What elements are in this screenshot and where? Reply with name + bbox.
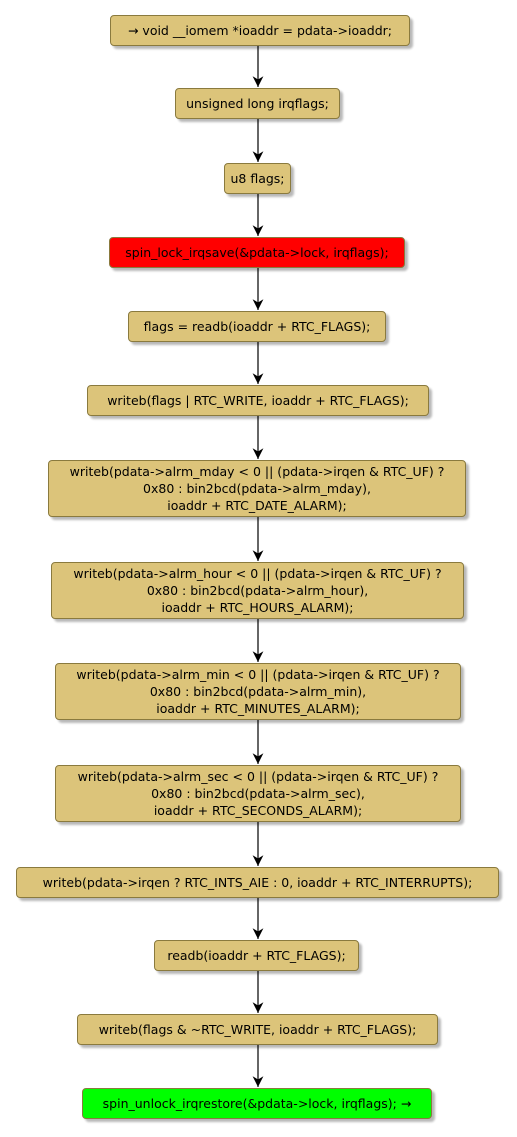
step-text-13: writeb(flags & ~RTC_WRITE, ioaddr + RTC_… (99, 1021, 417, 1038)
step-text-2: unsigned long irqflags; (186, 95, 329, 112)
step-box-2: unsigned long irqflags; (175, 88, 340, 119)
step-box-7: writeb(pdata->alrm_mday < 0 || (pdata->i… (48, 460, 466, 517)
step-line: → void __iomem *ioaddr = pdata->ioaddr; (127, 23, 393, 38)
step-box-8: writeb(pdata->alrm_hour < 0 || (pdata->i… (51, 562, 464, 619)
step-box-1: → void __iomem *ioaddr = pdata->ioaddr; (110, 15, 410, 46)
step-text-3: u8 flags; (230, 170, 284, 187)
step-box-12: readb(ioaddr + RTC_FLAGS); (154, 940, 359, 971)
step-box-9: writeb(pdata->alrm_min < 0 || (pdata->ir… (55, 663, 461, 720)
step-line: ioaddr + RTC_MINUTES_ALARM); (156, 701, 360, 716)
step-line: readb(ioaddr + RTC_FLAGS); (167, 948, 346, 963)
step-box-3: u8 flags; (224, 163, 291, 194)
step-line: writeb(pdata->alrm_hour < 0 || (pdata->i… (73, 566, 442, 581)
step-text-14: spin_unlock_irqrestore(&pdata->lock, irq… (103, 1095, 412, 1112)
step-text-5: flags = readb(ioaddr + RTC_FLAGS); (144, 318, 371, 335)
step-text-8: writeb(pdata->alrm_hour < 0 || (pdata->i… (73, 565, 441, 616)
step-text-1: → void __iomem *ioaddr = pdata->ioaddr; (128, 22, 392, 39)
step-line: ioaddr + RTC_SECONDS_ALARM); (153, 803, 363, 818)
step-text-12: readb(ioaddr + RTC_FLAGS); (167, 947, 345, 964)
step-text-9: writeb(pdata->alrm_min < 0 || (pdata->ir… (76, 666, 439, 717)
step-line: u8 flags; (230, 171, 285, 186)
step-box-5: flags = readb(ioaddr + RTC_FLAGS); (128, 311, 386, 342)
step-text-4: spin_lock_irqsave(&pdata->lock, irqflags… (125, 244, 388, 261)
step-line: ioaddr + RTC_HOURS_ALARM); (161, 600, 354, 615)
step-line: flags = readb(ioaddr + RTC_FLAGS); (143, 319, 371, 334)
step-text-7: writeb(pdata->alrm_mday < 0 || (pdata->i… (70, 463, 445, 514)
step-line: ioaddr + RTC_DATE_ALARM); (167, 498, 347, 513)
step-line: writeb(pdata->alrm_mday < 0 || (pdata->i… (69, 464, 445, 479)
step-line: writeb(flags | RTC_WRITE, ioaddr + RTC_F… (107, 393, 409, 408)
step-line: 0x80 : bin2bcd(pdata->alrm_mday), (143, 481, 371, 496)
step-line: 0x80 : bin2bcd(pdata->alrm_sec), (151, 786, 365, 801)
step-line: writeb(pdata->irqen ? RTC_INTS_AIE : 0, … (42, 875, 473, 890)
step-text-6: writeb(flags | RTC_WRITE, ioaddr + RTC_F… (107, 392, 409, 409)
step-box-11: writeb(pdata->irqen ? RTC_INTS_AIE : 0, … (16, 867, 499, 898)
step-text-10: writeb(pdata->alrm_sec < 0 || (pdata->ir… (78, 768, 439, 819)
step-box-10: writeb(pdata->alrm_sec < 0 || (pdata->ir… (55, 765, 461, 822)
step-line: spin_unlock_irqrestore(&pdata->lock, irq… (102, 1096, 412, 1111)
step-line: 0x80 : bin2bcd(pdata->alrm_hour), (146, 583, 369, 598)
step-line: writeb(pdata->alrm_sec < 0 || (pdata->ir… (77, 769, 439, 784)
step-line: spin_lock_irqsave(&pdata->lock, irqflags… (125, 245, 389, 260)
step-box-4: spin_lock_irqsave(&pdata->lock, irqflags… (109, 237, 405, 268)
step-box-13: writeb(flags & ~RTC_WRITE, ioaddr + RTC_… (77, 1014, 438, 1045)
step-line: unsigned long irqflags; (186, 96, 329, 111)
step-line: writeb(flags & ~RTC_WRITE, ioaddr + RTC_… (98, 1022, 417, 1037)
step-line: 0x80 : bin2bcd(pdata->alrm_min), (149, 684, 367, 699)
step-box-14: spin_unlock_irqrestore(&pdata->lock, irq… (82, 1088, 432, 1119)
step-box-6: writeb(flags | RTC_WRITE, ioaddr + RTC_F… (87, 385, 429, 416)
step-text-11: writeb(pdata->irqen ? RTC_INTS_AIE : 0, … (43, 874, 473, 891)
step-line: writeb(pdata->alrm_min < 0 || (pdata->ir… (76, 667, 440, 682)
